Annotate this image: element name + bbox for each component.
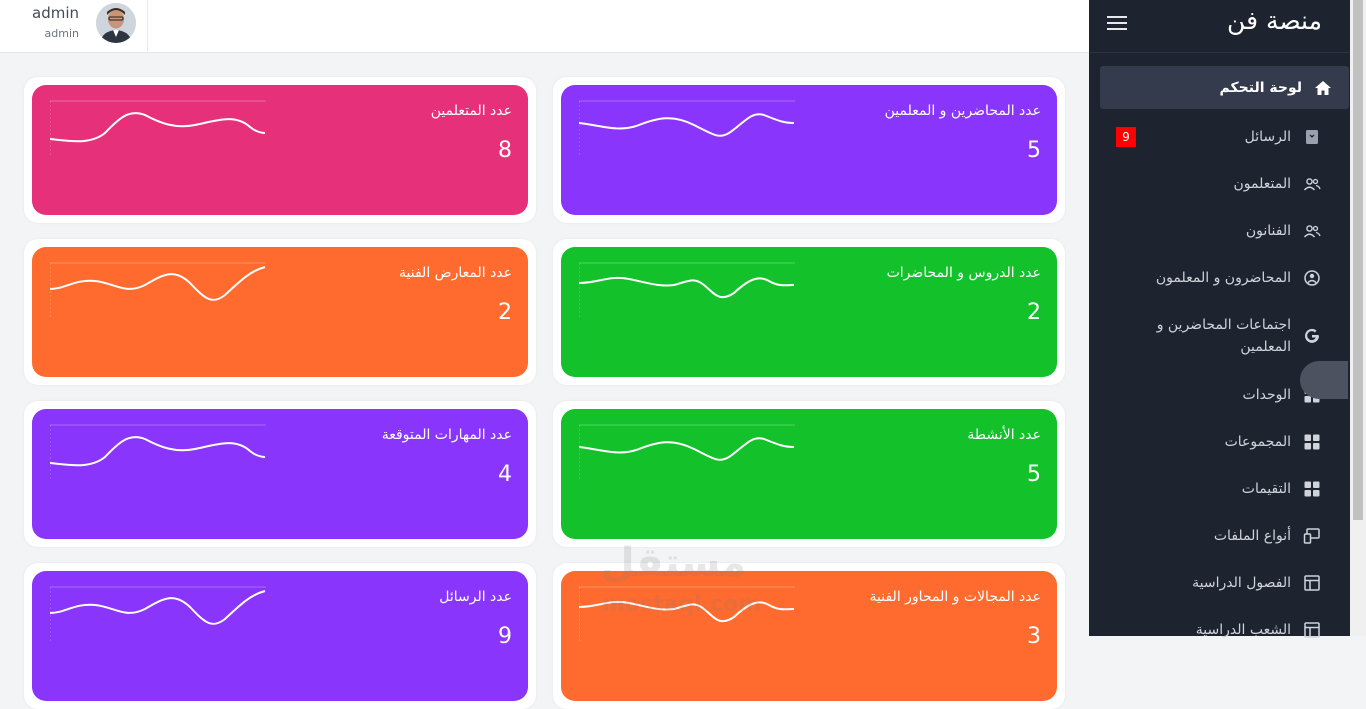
scrollbar-thumb[interactable] — [1353, 0, 1363, 520]
stat-card[interactable]: عدد المتعلمين 8 — [24, 77, 536, 223]
stat-card-title: عدد المحاضرين و المعلمين — [884, 103, 1041, 119]
users-icon — [1303, 175, 1321, 193]
watermark-url: mostaql.com — [602, 592, 762, 617]
brand-title: منصة فن — [1227, 6, 1322, 35]
stat-card-count: 2 — [498, 300, 512, 325]
stat-card-body: عدد الأنشطة 5 — [561, 409, 1057, 539]
watermark: مستقل mostaql.com — [600, 540, 775, 630]
stat-card-body: عدد المتعلمين 8 — [32, 85, 528, 215]
sidebar-item-label: المجموعات — [1224, 433, 1291, 450]
sidebar-scroll-handle[interactable] — [1300, 361, 1348, 399]
stat-card-count: 3 — [1027, 624, 1041, 649]
sparkline-chart — [579, 100, 795, 157]
sidebar-item-7[interactable]: المجموعات — [1089, 418, 1366, 465]
stat-card-title: عدد الدروس و المحاضرات — [886, 265, 1041, 281]
top-header: admin admin — [0, 0, 1089, 53]
avatar-image-icon — [96, 3, 136, 43]
stat-card[interactable]: عدد المعارض الفنية 2 — [24, 239, 536, 385]
messages-count-badge: 9 — [1116, 126, 1136, 147]
stat-card-title: عدد المعارض الفنية — [399, 265, 512, 281]
stat-card-body: عدد الرسائل 9 — [32, 571, 528, 701]
stat-card-count: 4 — [498, 462, 512, 487]
sidebar-item-label: التقيمات — [1241, 480, 1291, 497]
sidebar-item-5[interactable]: اجتماعات المحاضرين و المعلمين — [1089, 301, 1366, 371]
sidebar-nav: لوحة التحكم الرسائل 9 المتعلمون الفنانون المح… — [1089, 66, 1366, 653]
stat-card-title: عدد الرسائل — [439, 589, 512, 605]
grid-icon — [1303, 480, 1321, 498]
stat-card[interactable]: عدد المهارات المتوقعة 4 — [24, 401, 536, 547]
stat-card-count: 8 — [498, 138, 512, 163]
stat-card-title: عدد المجالات و المحاور الفنية — [869, 589, 1041, 605]
sidebar-item-2[interactable]: المتعلمون — [1089, 160, 1366, 207]
sidebar-item-label: الوحدات — [1242, 386, 1291, 403]
stat-card-body: عدد المهارات المتوقعة 4 — [32, 409, 528, 539]
sidebar-item-label: اجتماعات المحاضرين و المعلمين — [1156, 317, 1291, 355]
google-icon — [1303, 327, 1321, 345]
grid-icon — [1303, 433, 1321, 451]
stat-card-count: 5 — [1027, 462, 1041, 487]
sparkline-chart — [579, 424, 795, 481]
stat-card-body: عدد المحاضرين و المعلمين 5 — [561, 85, 1057, 215]
stat-card-title: عدد المتعلمين — [430, 103, 512, 119]
users-icon — [1303, 222, 1321, 240]
user-menu[interactable]: admin admin — [0, 0, 148, 51]
sparkline-chart — [579, 586, 795, 643]
stat-card-body: عدد الدروس و المحاضرات 2 — [561, 247, 1057, 377]
avatar[interactable] — [96, 3, 136, 43]
sidebar-item-0[interactable]: لوحة التحكم — [1100, 66, 1353, 109]
sidebar-item-10[interactable]: الفصول الدراسية — [1089, 559, 1366, 606]
stat-card[interactable]: عدد الدروس و المحاضرات 2 — [553, 239, 1065, 385]
message-icon — [1303, 128, 1321, 146]
sidebar-item-1[interactable]: الرسائل 9 — [1089, 113, 1366, 160]
sidebar-item-label: المتعلمون — [1233, 175, 1291, 192]
sidebar-item-label: الفنانون — [1245, 222, 1291, 239]
sparkline-chart — [50, 424, 266, 481]
user-role: admin — [44, 27, 79, 40]
teacher-icon — [1303, 269, 1321, 287]
page-scrollbar[interactable] — [1350, 0, 1366, 636]
stat-card-count: 2 — [1027, 300, 1041, 325]
sidebar-item-label: الشعب الدراسية — [1195, 621, 1291, 638]
sidebar-item-label: أنواع الملفات — [1213, 527, 1291, 544]
sidebar-item-3[interactable]: الفنانون — [1089, 207, 1366, 254]
sparkline-chart — [50, 262, 266, 319]
devices-icon — [1303, 527, 1321, 545]
sparkline-chart — [50, 586, 266, 643]
sidebar-item-9[interactable]: أنواع الملفات — [1089, 512, 1366, 559]
stat-card[interactable]: عدد المحاضرين و المعلمين 5 — [553, 77, 1065, 223]
stat-card-title: عدد المهارات المتوقعة — [381, 427, 512, 443]
sidebar-item-label: الفصول الدراسية — [1192, 574, 1291, 591]
stat-card[interactable]: عدد الرسائل 9 — [24, 563, 536, 709]
user-name: admin — [32, 4, 79, 22]
sidebar-item-label: الرسائل — [1244, 128, 1291, 145]
sparkline-chart — [50, 100, 266, 157]
sidebar-item-11[interactable]: الشعب الدراسية — [1089, 606, 1366, 653]
sidebar-item-4[interactable]: المحاضرون و المعلمون — [1089, 254, 1366, 301]
stat-card-body: عدد المعارض الفنية 2 — [32, 247, 528, 377]
sidebar: منصة فن لوحة التحكم الرسائل 9 المتعلمون الفن… — [1089, 0, 1366, 638]
sparkline-chart — [579, 262, 795, 319]
sidebar-header: منصة فن — [1089, 0, 1366, 53]
stat-card-count: 5 — [1027, 138, 1041, 163]
stat-card[interactable]: عدد الأنشطة 5 — [553, 401, 1065, 547]
stat-card-count: 9 — [498, 624, 512, 649]
home-icon — [1314, 79, 1332, 97]
sidebar-item-label: لوحة التحكم — [1219, 79, 1302, 96]
sidebar-item-8[interactable]: التقيمات — [1089, 465, 1366, 512]
menu-toggle-icon[interactable] — [1107, 13, 1127, 31]
watermark-logo: مستقل — [600, 540, 747, 586]
layout-icon — [1303, 574, 1321, 592]
sidebar-item-label: المحاضرون و المعلمون — [1155, 269, 1291, 286]
stat-card-title: عدد الأنشطة — [967, 427, 1041, 443]
